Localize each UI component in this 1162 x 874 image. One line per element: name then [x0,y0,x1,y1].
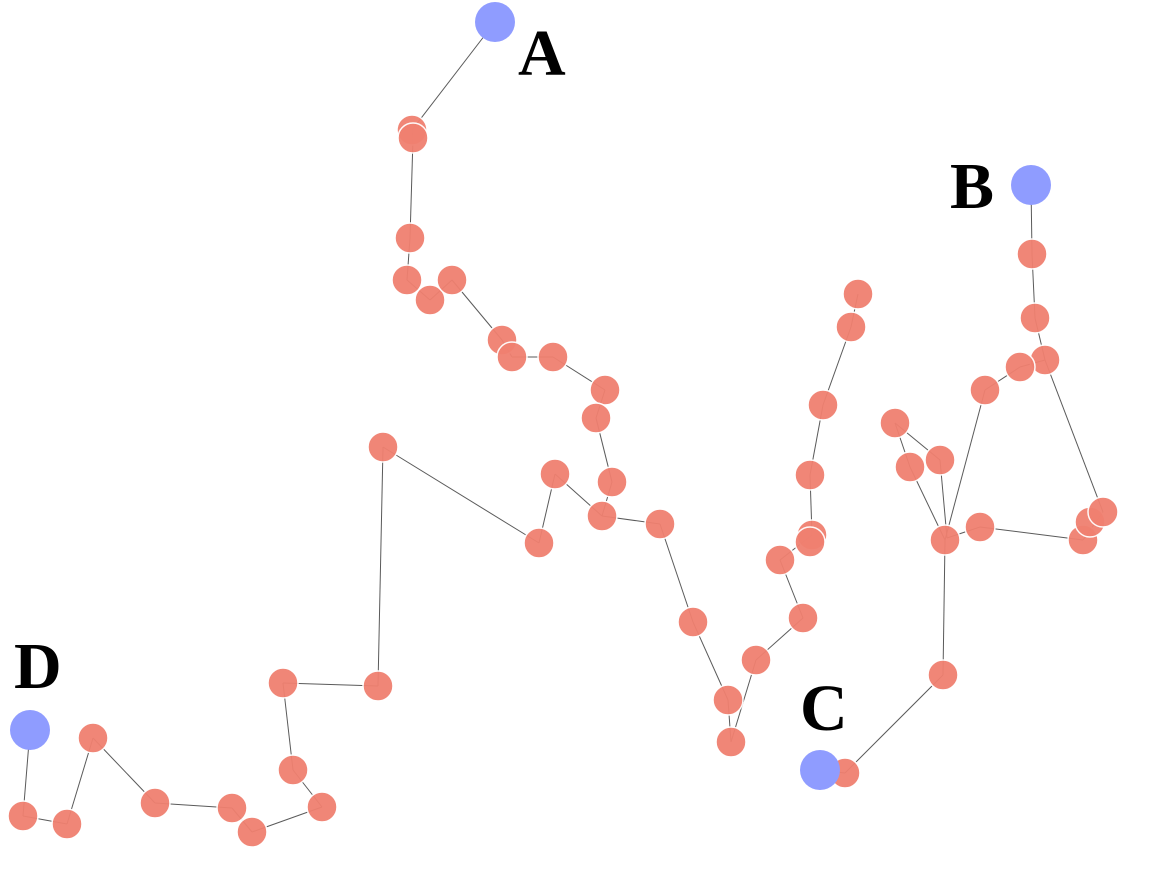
path-node [523,527,555,559]
path-node [835,311,867,343]
path-node [1016,238,1048,270]
path-edge [1044,359,1104,513]
path-node [539,458,571,490]
path-node [586,500,618,532]
path-edge [979,526,1084,541]
path-node [267,667,299,699]
path-node [794,526,826,558]
path-node [764,544,796,576]
path-node [216,792,248,824]
nodes-layer [7,2,1119,848]
path-edge [942,539,946,676]
path-node [589,374,621,406]
path-node [51,808,83,840]
path-node [391,264,423,296]
path-node [7,800,39,832]
endpoint-label-d: D [14,630,62,703]
path-node [394,222,426,254]
path-edge [409,137,414,239]
path-node [236,816,268,848]
path-node [580,402,612,434]
path-node [436,264,468,296]
path-node [397,122,429,154]
endpoint-label-b: B [950,150,994,223]
path-node [1004,351,1036,383]
path-node [414,284,446,316]
path-node [537,341,569,373]
path-node [596,466,628,498]
path-node [879,407,911,439]
endpoint-label-c: C [800,672,848,745]
path-node [894,451,926,483]
path-edge [411,21,496,131]
path-node [964,511,996,543]
path-edge [382,446,540,544]
endpoint-b [1011,165,1051,205]
path-node [306,791,338,823]
endpoint-c [800,750,840,790]
path-node [1019,302,1051,334]
endpoint-a [475,2,515,42]
path-node [715,726,747,758]
path-node [924,444,956,476]
path-node [644,508,676,540]
path-edge [659,523,694,623]
path-node [927,659,959,691]
path-node [807,389,839,421]
path-edge [377,446,384,687]
path-edge [944,389,986,541]
endpoint-label-a: A [518,17,566,90]
path-node [277,754,309,786]
path-node [362,670,394,702]
path-node [367,431,399,463]
path-node [929,524,961,556]
path-edge [282,682,379,687]
path-node [712,684,744,716]
path-node [1087,496,1119,528]
path-node [794,459,826,491]
path-node [842,278,874,310]
path-node [496,341,528,373]
path-node [677,606,709,638]
path-node [969,374,1001,406]
edges-layer [22,21,1104,833]
path-node [787,602,819,634]
path-edge [844,674,944,774]
path-node [139,787,171,819]
path-node [740,644,772,676]
endpoint-d [10,710,50,750]
path-node [77,722,109,754]
